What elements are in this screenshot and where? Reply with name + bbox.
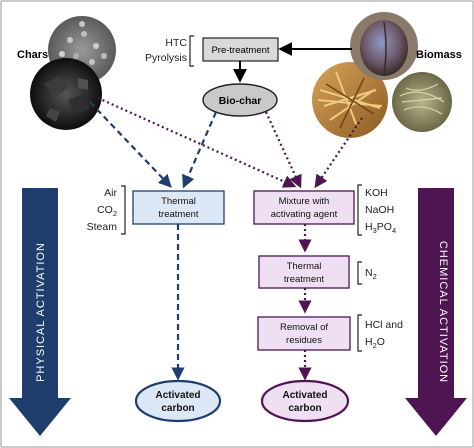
physical-activation-arrow: PHYSICAL ACTIVATION [9,188,71,436]
chemical-activation-label: CHEMICAL ACTIVATION [437,241,449,383]
biomass-label: Biomass [416,49,462,61]
h2o-label: H2O [365,336,385,350]
removal-line1: Removal of [280,322,328,333]
activated-carbon-phys-line2: carbon [161,403,194,414]
thermal-treatment-chem-box [258,255,350,289]
chars-to-mixture-arrow [97,96,297,188]
activated-carbon-phys-node [134,379,222,423]
removal-box [257,316,351,351]
hcl-and-label: HCl and [365,319,403,331]
n2-bracket [357,261,362,285]
htc-bracket [189,35,194,67]
biochar-to-mixture-arrow [265,111,302,189]
air-label: Air [104,187,117,199]
biochar-node [202,83,278,117]
physical-agents-bracket [121,185,126,235]
thermal-treatment-chem-line2: treatment [284,274,324,285]
activated-carbon-chem-node [260,379,350,423]
biochar-label: Bio-char [219,95,262,107]
biomass-image [312,12,452,138]
thermal-treatment-phys-box [132,190,225,225]
steam-label: Steam [87,221,118,233]
thermal-treatment-phys-line1: Thermal [161,196,196,207]
mixture-line2: activating agent [271,209,338,220]
activated-carbon-chem-line1: Activated [282,390,327,401]
pretreatment-label: Pre-treatment [211,45,269,56]
co2-label: CO2 [97,204,117,218]
h3po4-label: H3PO4 [365,221,396,235]
naoh-label: NaOH [365,204,394,216]
removal-agents-bracket [357,314,362,352]
mixture-box [253,190,355,225]
thermal-treatment-phys-line2: treatment [158,209,198,220]
n2-label: N2 [365,267,377,281]
thermal-treatment-chem-line1: Thermal [287,261,322,272]
mixture-line1: Mixture with [279,196,330,207]
physical-activation-label: PHYSICAL ACTIVATION [35,242,47,382]
biochar-to-thermal-arrow [182,111,218,189]
biomass-to-mixture-arrow [314,117,363,189]
chars-label: Chars [17,49,48,61]
removal-line2: residues [286,335,322,346]
htc-label: HTC [165,37,187,49]
activated-carbon-phys-line1: Activated [155,390,200,401]
pyrolysis-label: Pyrolysis [145,52,187,64]
koh-label: KOH [365,187,388,199]
chemical-agents-bracket [357,184,362,236]
chemical-activation-arrow: CHEMICAL ACTIVATION [405,188,467,436]
activated-carbon-chem-line2: carbon [288,403,321,414]
chars-image [30,16,116,130]
